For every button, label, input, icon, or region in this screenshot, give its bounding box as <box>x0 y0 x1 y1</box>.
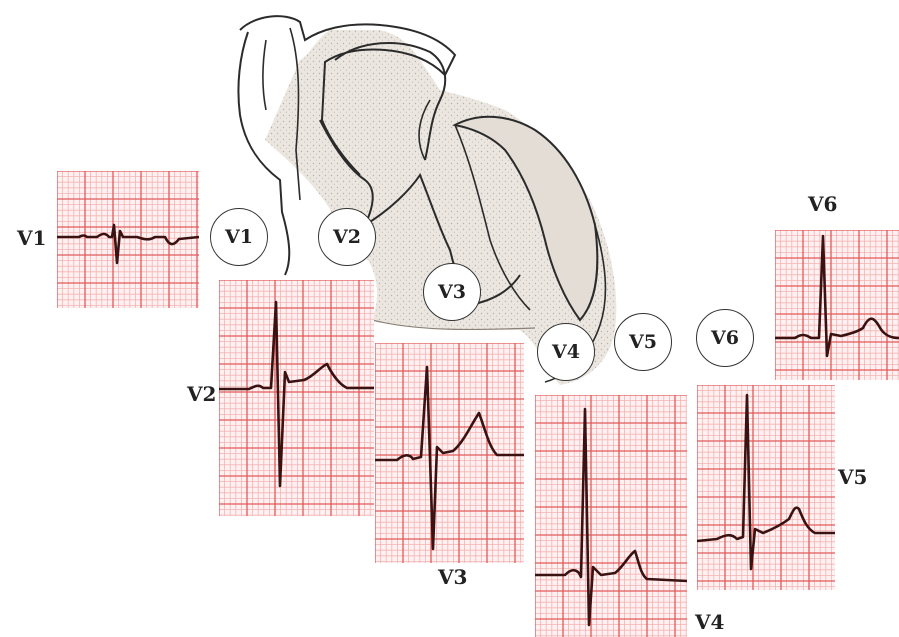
electrode-label-v6: V6 <box>711 327 739 349</box>
electrode-label-v1: V1 <box>225 226 253 248</box>
electrode-v6: V6 <box>696 309 754 367</box>
strip-label-v2: V2 <box>187 384 216 404</box>
ecg-trace-v2 <box>219 280 374 516</box>
strip-label-v6: V6 <box>808 194 837 214</box>
electrode-v4: V4 <box>537 323 595 381</box>
ecg-strip-v5 <box>697 385 835 590</box>
ecg-trace-v4 <box>535 395 687 637</box>
ecg-trace-v5 <box>697 385 835 590</box>
ecg-strip-v1 <box>57 171 199 308</box>
ecg-strip-v2 <box>219 280 374 516</box>
electrode-v1: V1 <box>210 208 268 266</box>
ecg-trace-v3 <box>375 343 524 563</box>
ecg-strip-v3 <box>375 343 524 563</box>
electrode-label-v2: V2 <box>333 226 361 248</box>
strip-label-v1: V1 <box>17 228 46 248</box>
electrode-v2: V2 <box>318 208 376 266</box>
electrode-label-v4: V4 <box>552 341 580 363</box>
ecg-strip-v4 <box>535 395 687 637</box>
strip-label-v3: V3 <box>438 567 467 587</box>
electrode-v3: V3 <box>423 263 481 321</box>
electrode-v5: V5 <box>614 313 672 371</box>
ecg-trace-v1 <box>57 171 199 308</box>
strip-label-v5: V5 <box>838 467 867 487</box>
electrode-label-v3: V3 <box>438 281 466 303</box>
electrode-label-v5: V5 <box>629 331 657 353</box>
ecg-strip-v6 <box>775 230 899 380</box>
strip-label-v4: V4 <box>695 612 724 632</box>
ecg-trace-v6 <box>775 230 899 380</box>
